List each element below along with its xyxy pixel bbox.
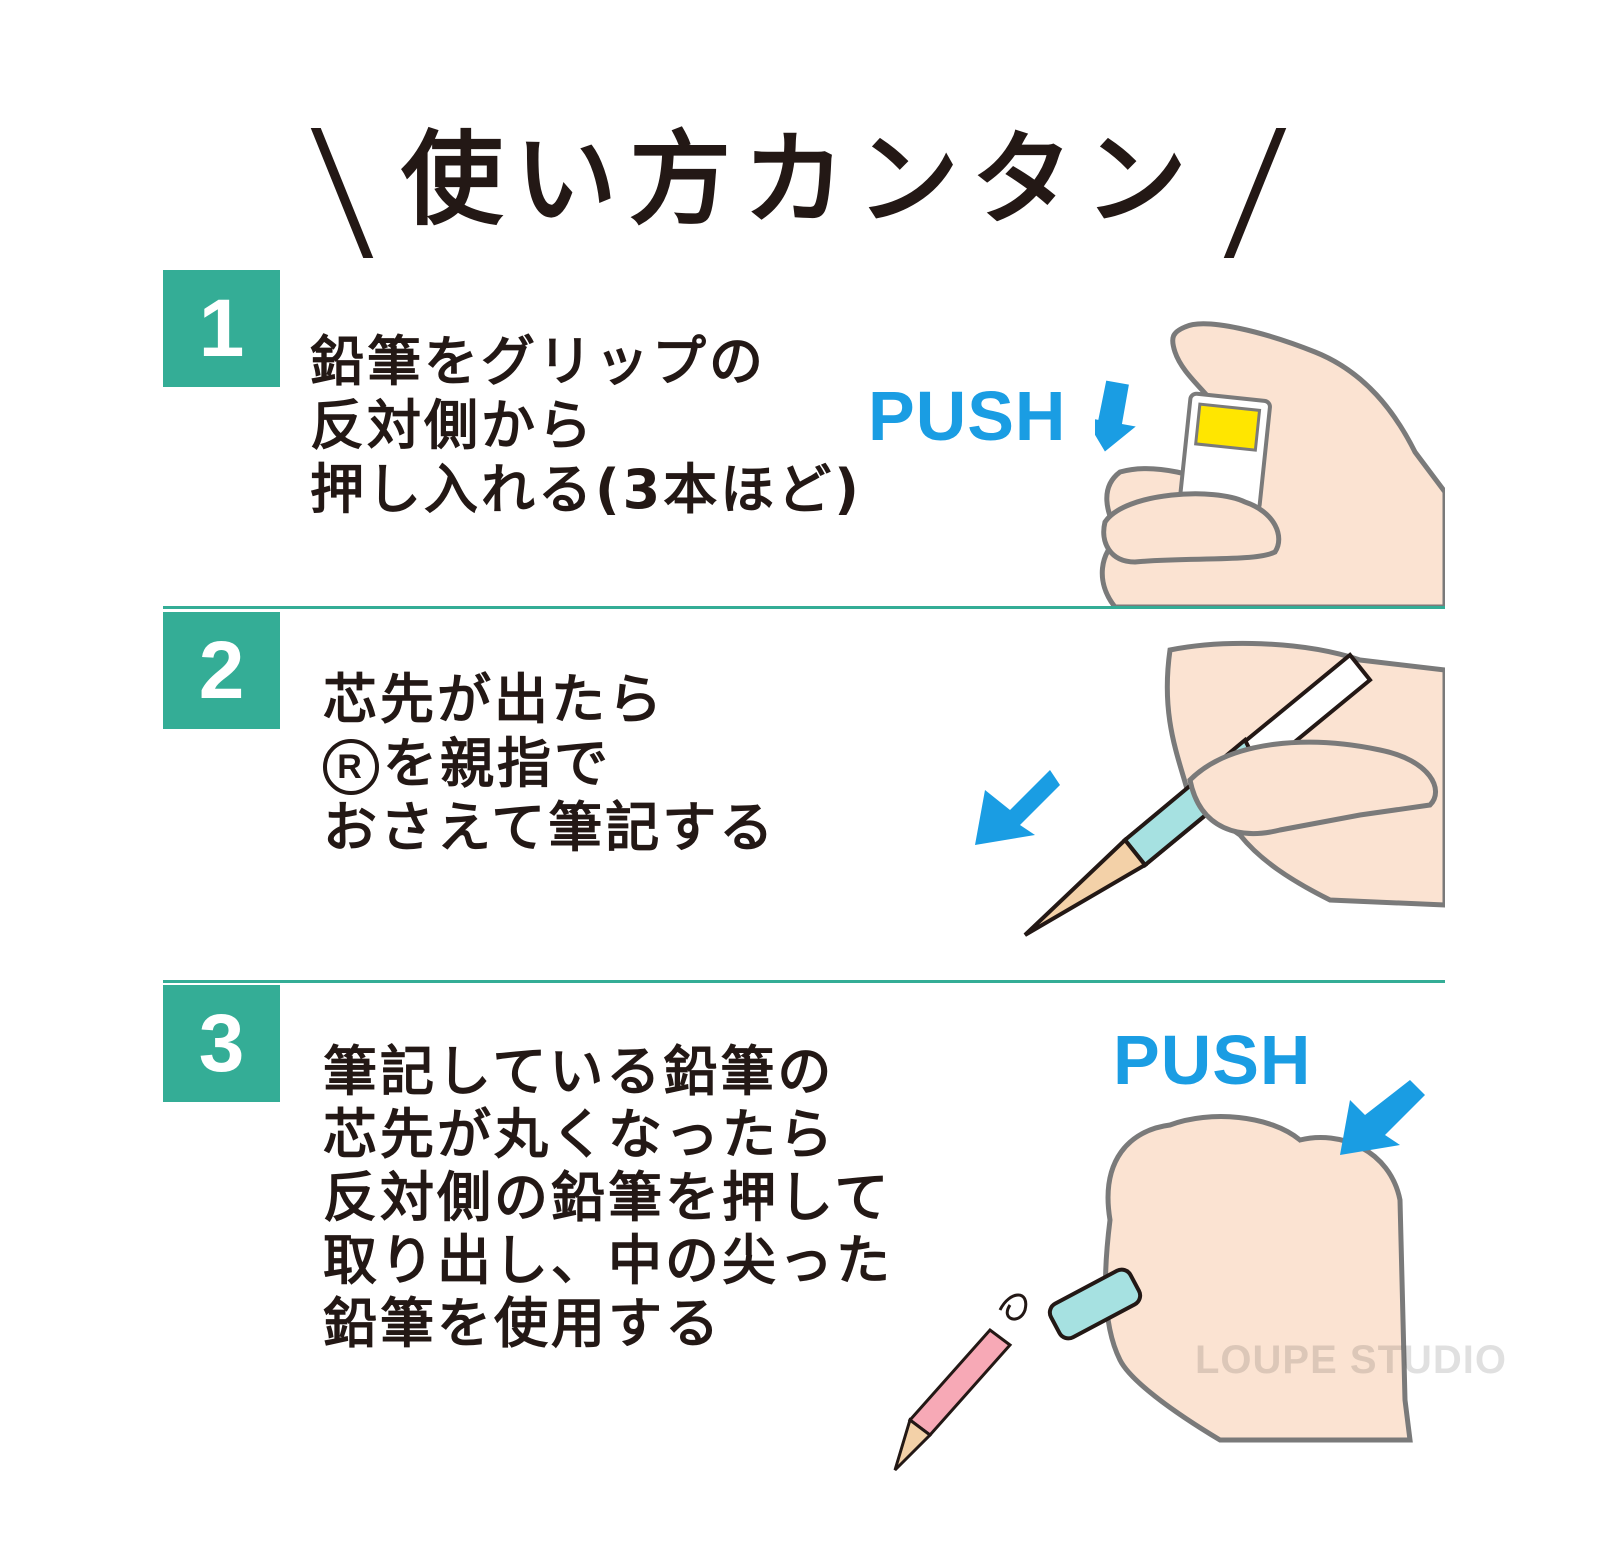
step-1-push-label: PUSH [868,377,1067,455]
step-2-line-2-text: を親指で [383,732,611,795]
step-3-line-3: 反対側の鉛筆を押して [323,1166,892,1229]
step-3-text: 筆記している鉛筆の 芯先が丸くなったら 反対側の鉛筆を押して 取り出し、中の尖っ… [323,1040,893,1355]
step-1-number-badge: 1 [163,270,280,387]
step-2-illustration [975,640,1445,937]
arrow-down-left-icon [1340,1080,1425,1155]
step-2-number-badge: 2 [163,612,280,729]
page-title: 使い方カンタン [401,121,1199,240]
pencil-tip-icon [1023,837,1149,937]
step-1-divider [163,606,1445,609]
step-1-line-1: 鉛筆をグリップの [310,330,766,393]
step-3-number-badge: 3 [163,985,280,1102]
step-3-push-label: PUSH [1113,1021,1312,1099]
hand-icon [1103,1114,1413,1443]
step-1-illustration [1095,321,1445,607]
step-2-divider [163,980,1445,983]
step-3-line-1: 筆記している鉛筆の [323,1040,835,1103]
motion-curl-icon [998,1293,1028,1321]
step-3-line-5: 鉛筆を使用する [323,1292,722,1355]
watermark-logo: LOUPE STUDIO [1195,1338,1508,1382]
step-2-line-3: おさえて筆記する [323,796,777,859]
step-2-line-1: 芯先が出たら [323,668,665,731]
step-3-line-4: 取り出し、中の尖った [323,1229,893,1292]
grip-icon [1047,1267,1143,1341]
step-1-line-3: 押し入れる(3本ほど) [310,458,862,521]
step-3-illustration [893,1080,1425,1472]
arrow-down-left-icon [975,770,1060,845]
r-mark-icon: R [323,739,379,796]
hand-icon [1099,321,1445,607]
step-1-text: 鉛筆をグリップの 反対側から 押し入れる(3本ほど) [310,330,862,522]
loose-pencil-icon [907,1327,1013,1438]
step-1-line-2: 反対側から [310,394,595,457]
loose-pencil-tip-icon [893,1417,933,1472]
arrow-down-left-icon [1095,380,1136,452]
step-3-line-2: 芯先が丸くなったら [323,1103,836,1166]
thumb-icon [1187,739,1438,836]
yellow-cap-icon [1194,402,1262,452]
thumb-icon [1101,491,1282,565]
